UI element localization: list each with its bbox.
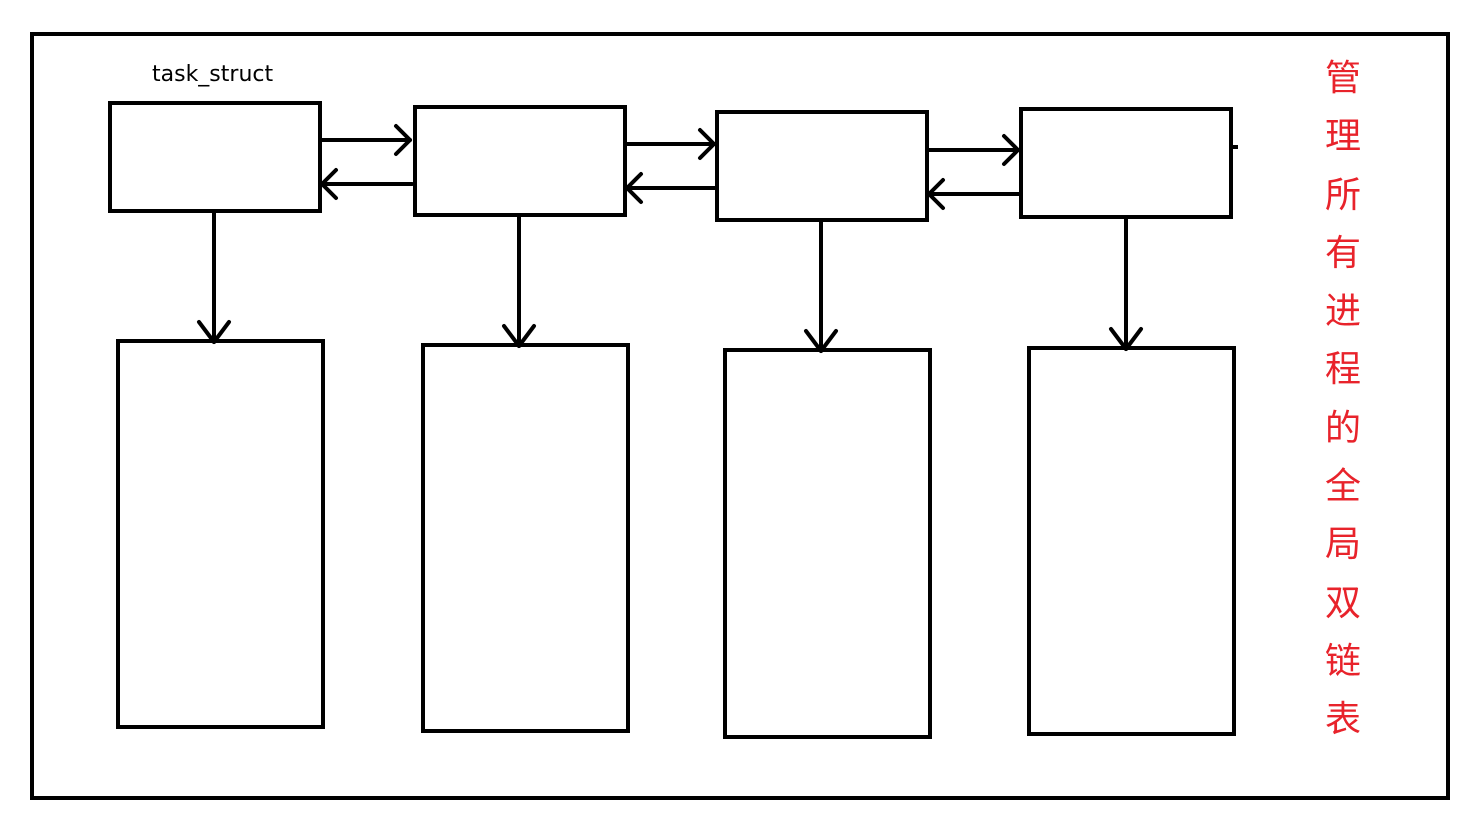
caption-char: 管 [1324, 58, 1361, 99]
next-arrow-1-2 [318, 124, 412, 156]
caption-char: 理 [1324, 116, 1361, 158]
task-struct-label: task_struct [152, 62, 274, 87]
caption-char: 双 [1324, 582, 1361, 624]
caption-char: 所 [1324, 174, 1361, 216]
caption-char: 进 [1324, 291, 1361, 333]
down-arrow-4 [1109, 215, 1143, 351]
prev-arrow-4-3 [927, 178, 1021, 210]
prev-arrow-3-2 [625, 172, 717, 204]
caption-char: 局 [1324, 524, 1361, 566]
caption-char: 程 [1324, 349, 1361, 391]
outer-frame [30, 32, 1450, 800]
vertical-caption: 管 理 所 有 进 程 的 全 局 双 链 表 [1318, 50, 1368, 750]
task-node-4 [1019, 107, 1233, 219]
task-node-1 [108, 101, 322, 213]
down-arrow-1 [197, 209, 231, 344]
caption-char: 全 [1324, 466, 1361, 508]
detail-block-3 [723, 348, 932, 739]
caption-char: 有 [1324, 232, 1361, 274]
detail-block-4 [1027, 346, 1236, 736]
next-arrow-2-3 [623, 128, 716, 160]
caption-char: 表 [1324, 699, 1361, 741]
caption-char: 链 [1324, 640, 1361, 682]
caption-char: 的 [1324, 407, 1361, 449]
down-arrow-2 [502, 213, 536, 348]
task-node-3 [715, 110, 929, 222]
down-arrow-3 [804, 218, 838, 353]
prev-arrow-2-1 [320, 168, 414, 200]
detail-block-2 [421, 343, 630, 733]
detail-block-1 [116, 339, 325, 729]
task-node-2 [413, 105, 627, 217]
next-arrow-3-4 [925, 134, 1020, 166]
